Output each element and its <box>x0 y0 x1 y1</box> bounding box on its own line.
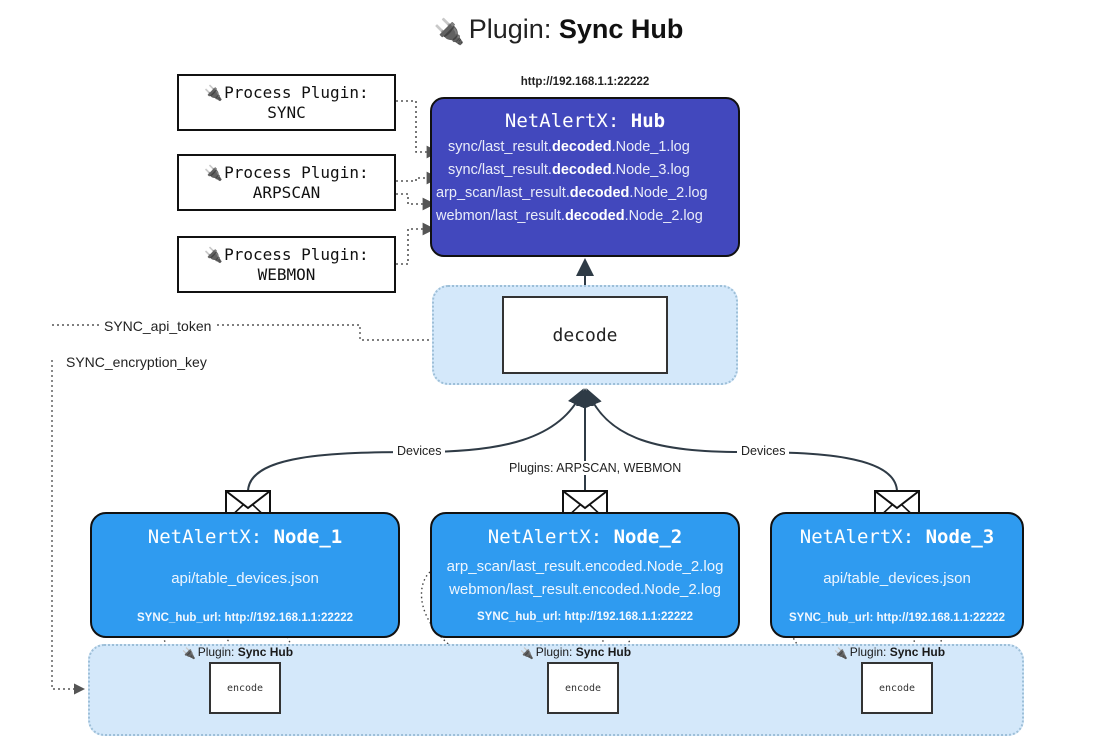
log-pre: sync/last_result. <box>448 139 552 155</box>
plug-icon: 🔌 <box>520 648 534 660</box>
log-mid: decoded <box>569 185 630 201</box>
node-box-node-1[interactable]: NetAlertX: Node_1 api/table_devices.json… <box>90 512 400 638</box>
process-plugin-name: SYNC <box>267 103 306 122</box>
encode-box-node-1[interactable]: encode <box>209 662 281 714</box>
process-plugin-label: Process Plugin: <box>224 245 369 264</box>
hub-log-line: webmon/last_result.decoded.Node_2.log <box>436 208 738 224</box>
encode-plugin-caption: 🔌Plugin: Sync Hub <box>834 645 946 660</box>
plug-icon: 🔌 <box>204 85 224 102</box>
title-name: Sync Hub <box>558 14 684 44</box>
plug-icon: 🔌 <box>204 247 224 264</box>
node-title: NetAlertX: Node_1 <box>147 526 343 548</box>
hub-log-line: sync/last_result.decoded.Node_1.log <box>448 139 738 155</box>
node-title: NetAlertX: Node_3 <box>799 526 995 548</box>
node-line: api/table_devices.json <box>171 570 319 587</box>
hub-title: NetAlertX: Hub <box>432 110 738 132</box>
encode-plugin-caption: 🔌Plugin: Sync Hub <box>182 645 294 660</box>
edge-label-plugins: Plugins: ARPSCAN, WEBMON <box>505 461 686 475</box>
node-line: api/table_devices.json <box>823 570 971 587</box>
plug-icon: 🔌 <box>834 648 848 660</box>
node-line: arp_scan/last_result.encoded.Node_2.log <box>446 558 724 575</box>
process-plugin-arpscan[interactable]: 🔌Process Plugin: ARPSCAN <box>177 154 396 211</box>
log-mid: decoded <box>564 208 625 224</box>
log-pre: webmon/last_result. <box>436 208 565 224</box>
log-pre: sync/last_result. <box>448 162 552 178</box>
node-hub-url-label: SYNC_hub_url: http://192.168.1.1:22222 <box>476 611 694 623</box>
log-post: .Node_3.log <box>611 162 690 178</box>
process-plugin-name: WEBMON <box>257 265 316 284</box>
process-plugin-label: Process Plugin: <box>224 163 369 182</box>
log-pre: arp_scan/last_result. <box>436 185 570 201</box>
plug-icon: 🔌 <box>433 18 465 46</box>
log-post: .Node_2.log <box>629 185 708 201</box>
node-box-node-3[interactable]: NetAlertX: Node_3 api/table_devices.json… <box>770 512 1024 638</box>
hub-title-name: Hub <box>630 110 666 132</box>
node-hub-url-label: SYNC_hub_url: http://192.168.1.1:22222 <box>136 612 354 624</box>
log-post: .Node_2.log <box>624 208 703 224</box>
edge-label-devices-right: Devices <box>737 444 790 458</box>
edge-label-devices-left: Devices <box>393 444 446 458</box>
hub-log-line: arp_scan/last_result.decoded.Node_2.log <box>436 185 738 201</box>
node-hub-url-label: SYNC_hub_url: http://192.168.1.1:22222 <box>788 612 1006 624</box>
decode-box[interactable]: decode <box>502 296 668 374</box>
log-mid: decoded <box>551 139 612 155</box>
hub-title-prefix: NetAlertX: <box>504 110 631 132</box>
process-plugin-label: Process Plugin: <box>224 83 369 102</box>
encode-plugin-caption: 🔌Plugin: Sync Hub <box>520 645 632 660</box>
hub-box[interactable]: NetAlertX: Hub sync/last_result.decoded.… <box>430 97 740 257</box>
sync-encryption-key-label: SYNC_encryption_key <box>62 354 211 370</box>
encode-box-node-3[interactable]: encode <box>861 662 933 714</box>
hub-log-line: sync/last_result.decoded.Node_3.log <box>448 162 738 178</box>
log-mid: decoded <box>551 162 612 178</box>
process-plugin-webmon[interactable]: 🔌Process Plugin: WEBMON <box>177 236 396 293</box>
process-plugin-name: ARPSCAN <box>252 183 321 202</box>
log-post: .Node_1.log <box>611 139 690 155</box>
plug-icon: 🔌 <box>204 165 224 182</box>
title-prefix: Plugin: <box>468 14 559 44</box>
page-title: 🔌Plugin: Sync Hub <box>0 14 1117 47</box>
node-box-node-2[interactable]: NetAlertX: Node_2 arp_scan/last_result.e… <box>430 512 740 638</box>
process-plugin-sync[interactable]: 🔌Process Plugin: SYNC <box>177 74 396 131</box>
plug-icon: 🔌 <box>182 648 196 660</box>
hub-url-label: http://192.168.1.1:22222 <box>520 76 650 88</box>
encode-box-node-2[interactable]: encode <box>547 662 619 714</box>
node-line: webmon/last_result.encoded.Node_2.log <box>449 581 721 598</box>
sync-api-token-label: SYNC_api_token <box>100 318 216 334</box>
node-title: NetAlertX: Node_2 <box>487 526 683 548</box>
